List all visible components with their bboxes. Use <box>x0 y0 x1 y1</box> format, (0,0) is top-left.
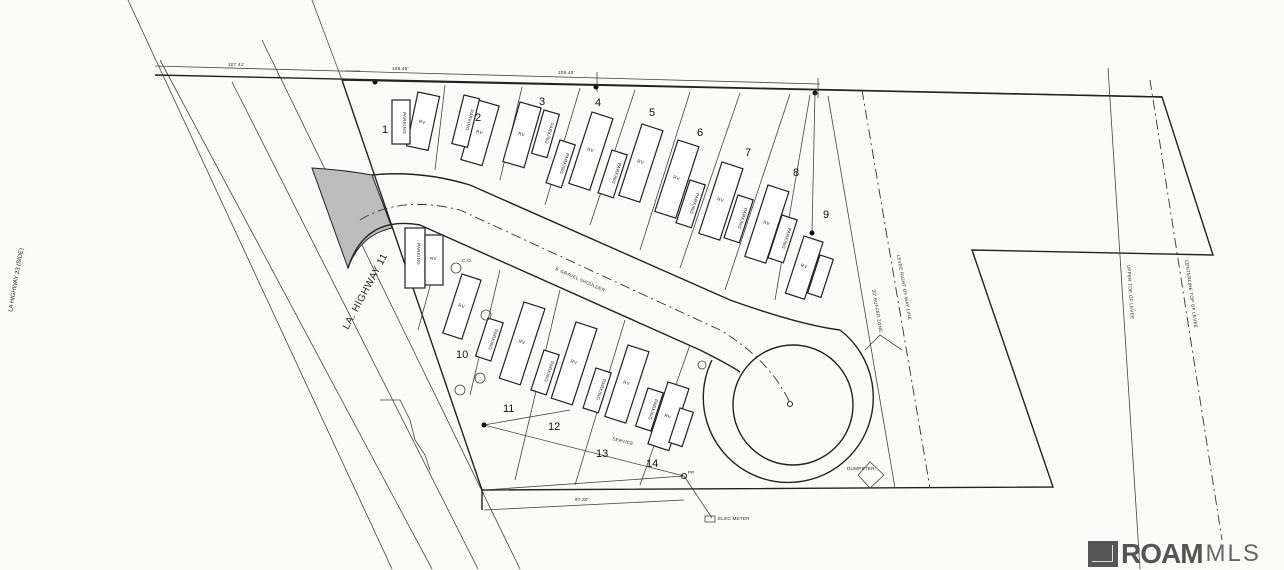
lot-number: 9 <box>823 209 829 221</box>
highway-lines <box>127 0 521 569</box>
svg-text:RV: RV <box>717 196 725 203</box>
lot-14-parking <box>668 407 695 448</box>
lot-9-pad: RV <box>784 235 824 300</box>
upper-toe-label: UPPER TOE OF LEVEE <box>1126 265 1135 320</box>
lot-2-parking: PARKING <box>451 94 481 149</box>
utility-lines <box>481 92 816 523</box>
svg-text:PARKING: PARKING <box>559 152 571 175</box>
lot-6-pad: RV <box>654 139 700 219</box>
dim-top-mid: 108.40' <box>392 66 409 71</box>
watermark-brand: ROAM <box>1121 538 1204 569</box>
lot-11-parking: PARKING <box>530 349 560 396</box>
service-label: SERVICE <box>612 436 634 446</box>
svg-text:RV: RV <box>430 256 437 261</box>
svg-text:PARKING: PARKING <box>689 192 701 215</box>
lot-number: 11 <box>503 403 514 415</box>
levee-row-label: LEVEE RIGHT OF WAY LINE <box>896 254 912 320</box>
dim-top-right: 108.40' <box>558 70 575 75</box>
svg-text:RV: RV <box>587 146 595 153</box>
svg-text:RV: RV <box>637 158 645 165</box>
pp-label: PP <box>688 470 695 475</box>
lot-13-pad: RV <box>604 344 650 424</box>
svg-text:PARKING: PARKING <box>611 162 623 185</box>
svg-text:RV: RV <box>476 129 484 136</box>
lot-7-pad: RV <box>698 161 744 241</box>
lot-10-pad: RV <box>424 234 444 286</box>
svg-text:RV: RV <box>623 379 631 386</box>
lot-13-parking: PARKING <box>634 387 664 432</box>
lot-3-pad: RV <box>502 101 542 169</box>
cleanout-label: C.O. <box>462 258 472 263</box>
dumpster: DUMPSTER <box>847 461 885 489</box>
svg-text:PARKING: PARKING <box>543 360 555 383</box>
lot-10b-pad: RV <box>442 273 482 340</box>
lot-number: 13 <box>596 448 608 460</box>
rv-pads: RV PARKING RV PARKING RV PARKING RV PARK… <box>391 91 835 452</box>
road <box>347 173 874 484</box>
svg-text:PARKING: PARKING <box>464 109 474 132</box>
lot-number: 14 <box>646 458 658 470</box>
svg-text:RV: RV <box>418 119 426 125</box>
lot-10-parking: PARKING <box>404 227 426 289</box>
svg-text:RV: RV <box>518 338 526 345</box>
lot-7-parking: PARKING <box>723 194 754 244</box>
svg-text:RV: RV <box>570 358 578 365</box>
svg-text:RV: RV <box>763 219 771 226</box>
svg-text:RV: RV <box>458 302 466 309</box>
watermark-suffix: MLS <box>1205 540 1261 567</box>
lot-numbers: 1 2 3 4 5 6 7 8 9 10 11 12 13 14 <box>382 96 829 470</box>
centerline-label: CENTERLINE TOP OF LEVEE <box>1184 259 1199 328</box>
lot-12-parking: PARKING <box>582 367 612 414</box>
lot-10b-parking: PARKING <box>474 317 504 362</box>
lot-dividers <box>417 84 811 486</box>
svg-text:RV: RV <box>518 131 526 138</box>
lot-9-parking <box>806 254 835 299</box>
lot-5-pad: RV <box>618 123 664 203</box>
svg-text:PARKING: PARKING <box>402 112 407 134</box>
lot-number: 1 <box>382 124 388 136</box>
driveway-entry <box>311 167 393 270</box>
lot-12-pad: RV <box>550 321 598 406</box>
dim-top-left: 107.41' <box>228 62 245 67</box>
cleanouts: C.O. <box>450 258 707 396</box>
lot-number: 12 <box>548 421 560 433</box>
lot-8-parking: PARKING <box>767 214 798 264</box>
roam-mls-watermark: ROAM MLS <box>1088 538 1261 570</box>
dim-bottom: 97.30' <box>575 497 589 502</box>
levee-lines <box>827 67 1223 569</box>
elec-meter-label: ELEC METER <box>718 516 750 521</box>
lot-11-pad: RV <box>498 301 546 386</box>
svg-text:PARKING: PARKING <box>544 122 555 145</box>
svg-text:RV: RV <box>664 413 672 420</box>
svg-text:PARKING: PARKING <box>737 207 749 230</box>
lot-number: 4 <box>595 97 601 109</box>
lot-5-parking: PARKING <box>597 149 628 199</box>
lot-4-pad: RV <box>568 111 614 191</box>
lot-number: 6 <box>697 127 703 139</box>
lot-number: 8 <box>793 167 799 179</box>
lot-4-parking: PARKING <box>545 139 576 189</box>
lot-6-parking: PARKING <box>675 179 706 229</box>
buffer-zone-label: 20' BUFFER ZONE <box>871 289 883 333</box>
lot-3-parking: PARKING <box>530 109 561 159</box>
svg-text:PARKING: PARKING <box>647 398 659 421</box>
dumpster-label: DUMPSTER <box>847 466 875 471</box>
highway-side-label: LA HIGHWAY 23 (SIDE) <box>8 248 25 313</box>
roam-logo-icon <box>1088 541 1118 567</box>
svg-text:RV: RV <box>673 174 681 181</box>
svg-text:PARKING: PARKING <box>416 243 421 265</box>
lot-number: 5 <box>649 107 655 119</box>
svg-text:PARKING: PARKING <box>487 328 499 351</box>
lot-number: 10 <box>456 349 468 361</box>
lot-number: 3 <box>539 96 545 108</box>
lot-number: 7 <box>745 147 751 159</box>
lot-1-pad: RV <box>405 91 441 152</box>
svg-text:PARKING: PARKING <box>781 227 793 250</box>
svg-text:PARKING: PARKING <box>595 378 607 401</box>
lot-1-parking: PARKING <box>391 99 411 145</box>
lot-number: 2 <box>475 112 481 124</box>
svg-text:RV: RV <box>800 263 808 270</box>
